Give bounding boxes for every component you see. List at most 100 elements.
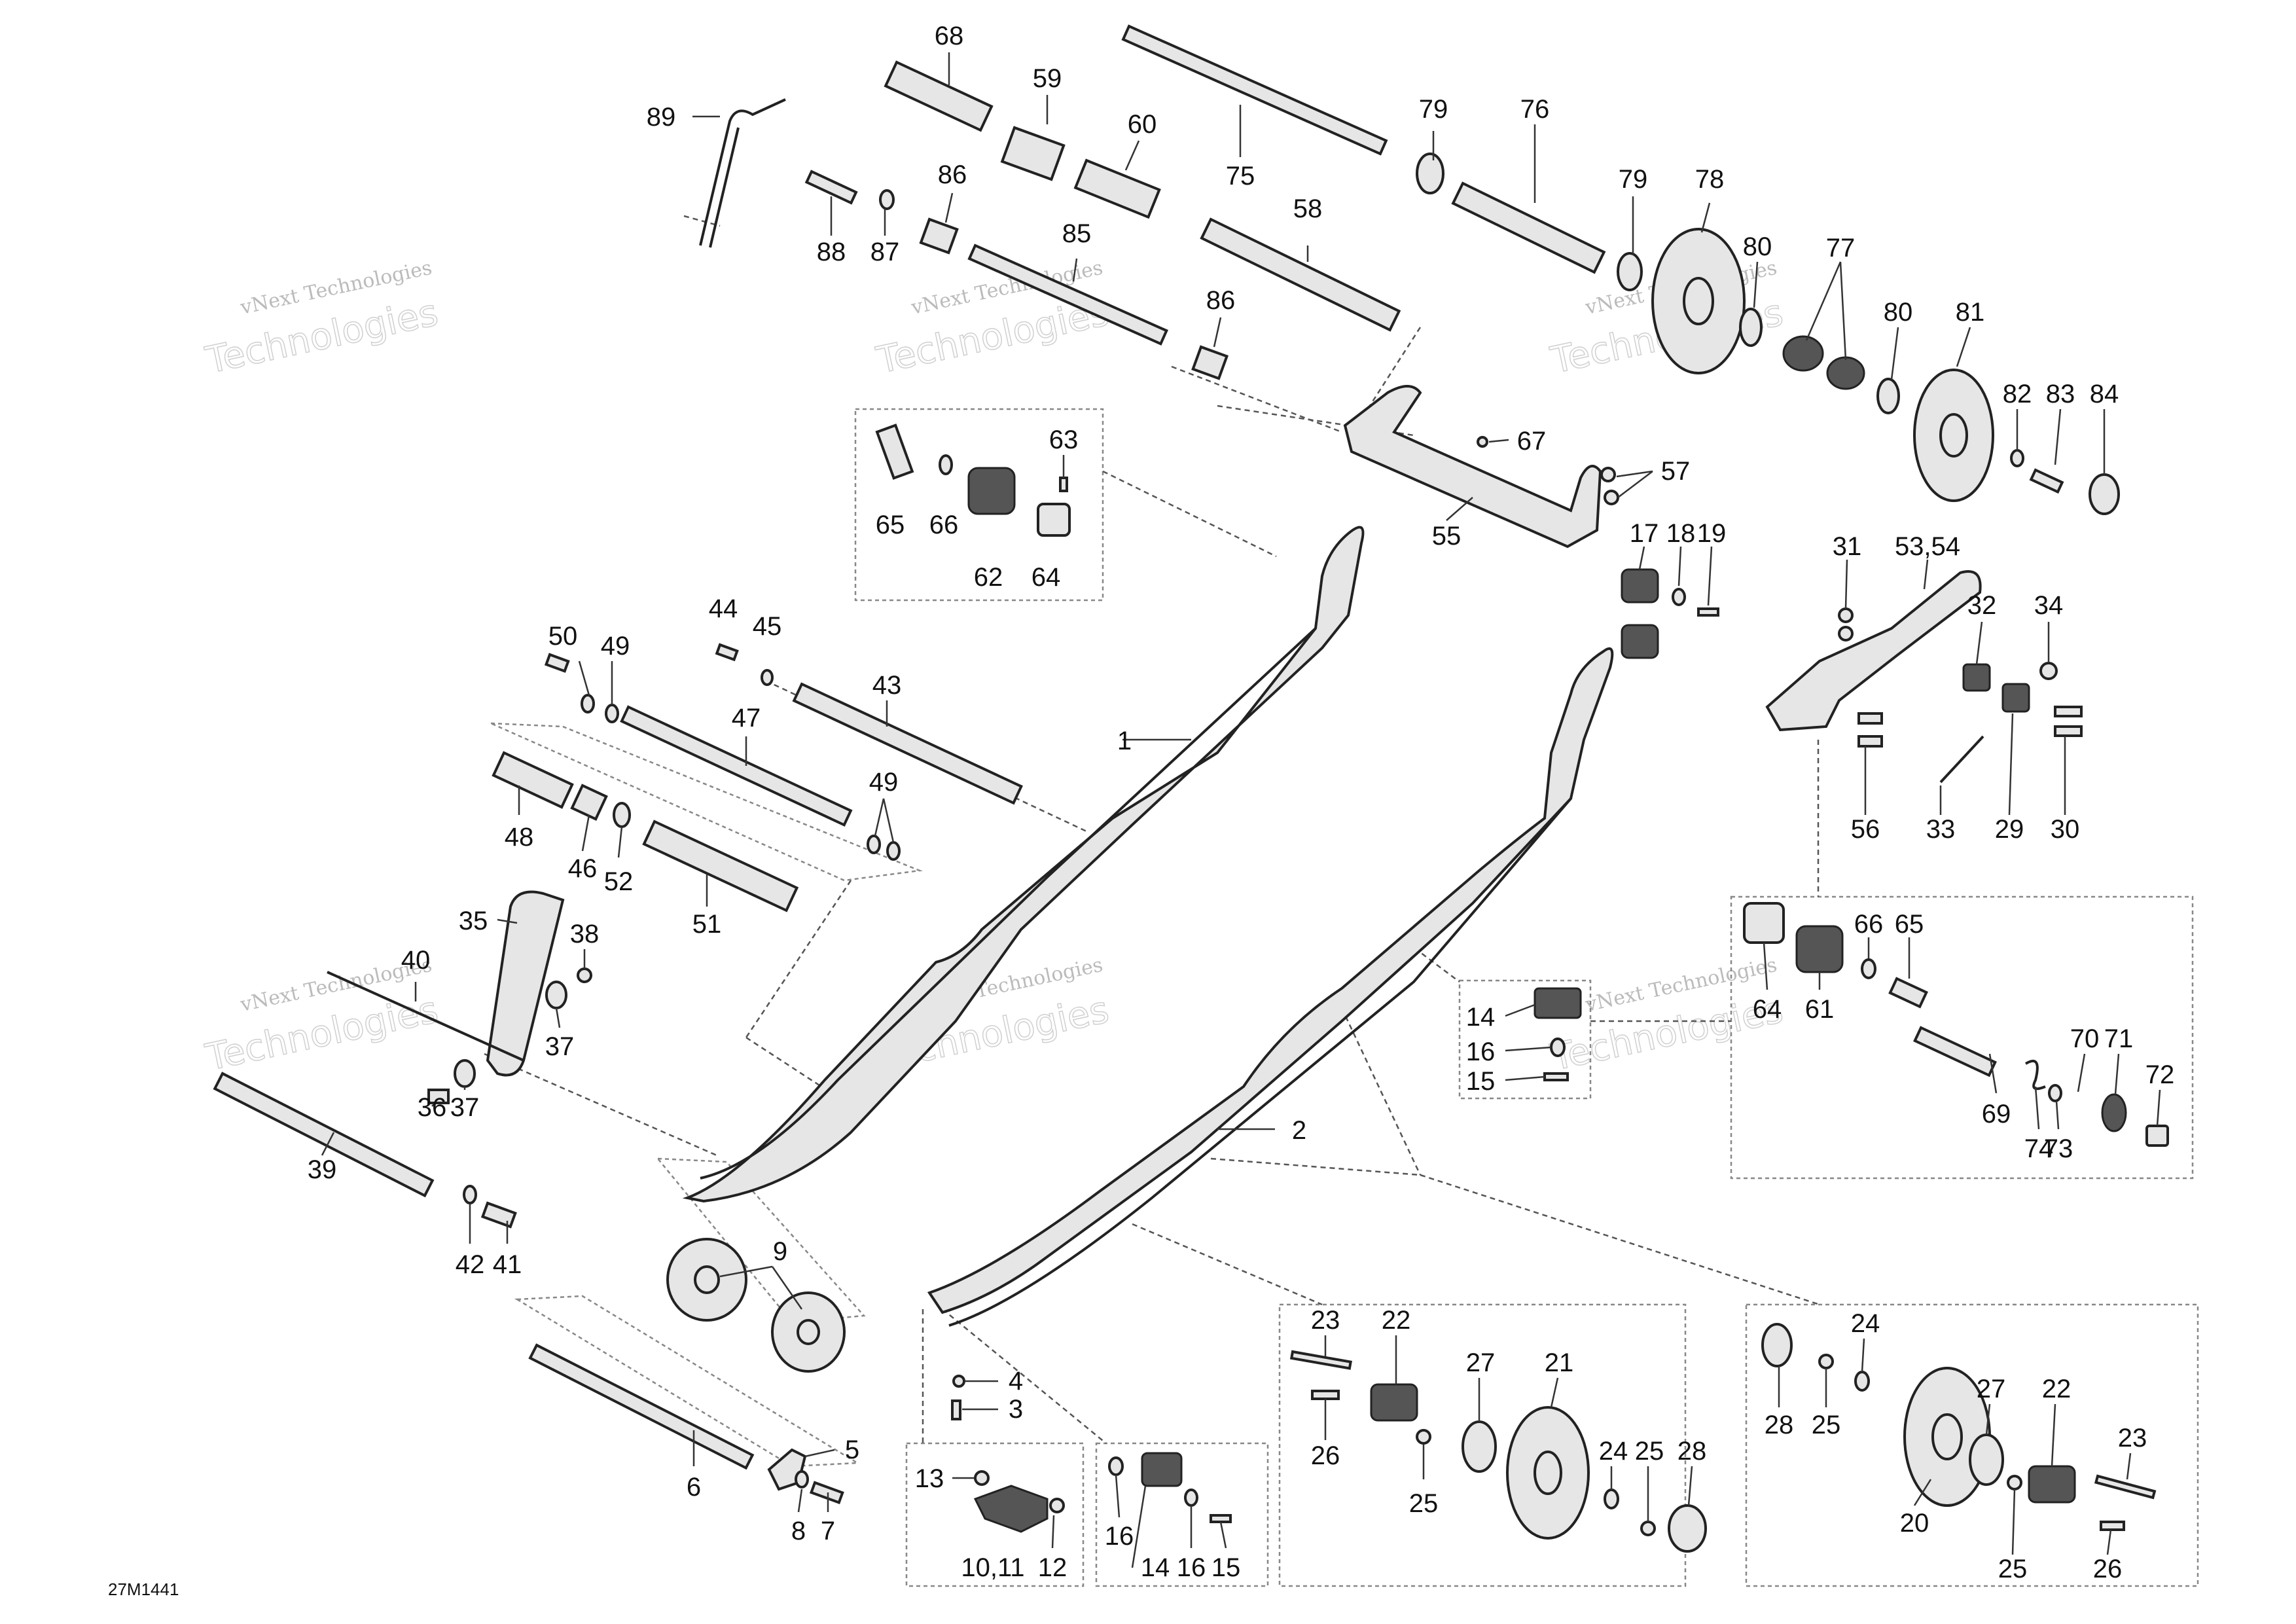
callout-15b: 15 — [1211, 1553, 1241, 1582]
washer-49b — [605, 704, 619, 723]
callout-63: 63 — [1049, 425, 1079, 454]
leader-line — [1124, 140, 1140, 171]
callout-52: 52 — [604, 867, 634, 896]
nut-12 — [1049, 1498, 1065, 1513]
leader-line — [2156, 1089, 2161, 1127]
spacer-27 — [1462, 1420, 1497, 1473]
screw-15 — [1543, 1072, 1569, 1081]
callout-28b: 28 — [1765, 1411, 1794, 1439]
callout-41: 41 — [493, 1250, 522, 1279]
callout-62: 62 — [974, 563, 1003, 592]
wheel-21-hub — [1534, 1451, 1562, 1495]
dashed-line — [1210, 1157, 1421, 1176]
callout-84: 84 — [2090, 380, 2119, 408]
box-rear-axle-parts — [1730, 895, 2194, 1180]
rail-2 — [927, 647, 1614, 1314]
callout-66a: 66 — [929, 511, 959, 539]
wheel-78-hub — [1683, 277, 1714, 325]
spring-pin-89 — [699, 98, 786, 246]
callout-29: 29 — [1995, 815, 2024, 844]
shaft-47 — [620, 705, 853, 827]
spring-pin-89b — [709, 127, 740, 248]
callout-49a: 49 — [601, 632, 630, 660]
axle-6 — [528, 1343, 755, 1470]
washer-79b — [1617, 252, 1643, 291]
group-boxes — [490, 408, 2199, 1587]
callout-77: 77 — [1826, 234, 1856, 262]
wheel-9-hub — [694, 1265, 720, 1294]
hub-22b — [2028, 1465, 2076, 1504]
leader-line — [2055, 1100, 2060, 1130]
leader-line — [797, 1489, 803, 1513]
cap-28b — [1761, 1323, 1793, 1367]
callout-73: 73 — [2044, 1134, 2073, 1163]
washer-79 — [1416, 153, 1444, 194]
callout-66b: 66 — [1854, 910, 1884, 939]
callout-40: 40 — [401, 946, 431, 975]
bolt-50 — [544, 653, 570, 673]
callout-35: 35 — [459, 907, 488, 935]
washer-16 — [1550, 1038, 1566, 1057]
callout-37a: 37 — [545, 1032, 575, 1061]
wheel-9b-hub — [797, 1319, 820, 1345]
callout-78: 78 — [1695, 165, 1725, 194]
bolt-36 — [427, 1089, 450, 1104]
callout-59: 59 — [1033, 64, 1062, 93]
bolt-23b — [2094, 1474, 2157, 1500]
washer-66 — [939, 454, 953, 475]
leader-line — [555, 1007, 561, 1028]
callout-27a: 27 — [1466, 1348, 1496, 1377]
washer-8 — [795, 1470, 809, 1489]
rod-75 — [1121, 24, 1388, 156]
leader-line — [617, 826, 623, 858]
dashed-line — [745, 880, 852, 1038]
callout-24a: 24 — [1599, 1437, 1628, 1466]
callout-39: 39 — [308, 1155, 337, 1184]
callout-47: 47 — [732, 704, 761, 732]
callout-67: 67 — [1517, 427, 1547, 456]
stopper-17b — [1621, 624, 1659, 659]
leader-line — [1763, 942, 1768, 990]
bolt-88 — [804, 170, 858, 205]
callout-49b: 49 — [869, 768, 899, 797]
leader-lines — [321, 52, 2161, 1568]
leader-line — [1913, 1479, 1932, 1506]
leader-line — [1988, 1053, 1998, 1094]
callout-70: 70 — [2070, 1024, 2100, 1053]
pin-63 — [1059, 477, 1068, 492]
callout-50: 50 — [548, 622, 578, 651]
bushing-46 — [570, 784, 608, 821]
bolt-7 — [809, 1481, 844, 1504]
callout-64a: 64 — [1031, 563, 1061, 592]
hub-22 — [1370, 1383, 1418, 1422]
washer-24b — [1854, 1371, 1870, 1392]
callout-43: 43 — [872, 671, 902, 700]
callout-80b: 80 — [1884, 298, 1913, 327]
nut-38 — [577, 967, 592, 983]
leader-line — [2077, 1053, 2086, 1092]
leader-line — [1213, 317, 1222, 348]
leader-line — [1923, 559, 1929, 590]
screw-3 — [951, 1399, 961, 1420]
callout-16c: 16 — [1177, 1553, 1206, 1582]
box-slider-14-16-lower — [1095, 1442, 1269, 1587]
cap-72 — [2145, 1125, 2169, 1147]
callout-86b: 86 — [1206, 286, 1236, 315]
callout-30: 30 — [2051, 815, 2080, 844]
callout-89: 89 — [647, 103, 676, 132]
leader-line — [2011, 1489, 2016, 1555]
leader-line — [2054, 408, 2062, 465]
callout-32: 32 — [1967, 591, 1997, 620]
bolt-83 — [2029, 468, 2064, 494]
leader-line — [1687, 1466, 1693, 1506]
bushing-64c — [1743, 902, 1785, 944]
spacer-27b — [1969, 1434, 2004, 1486]
nut-25c — [1818, 1354, 1834, 1369]
axle-69 — [1913, 1026, 1997, 1077]
callout-76: 76 — [1520, 95, 1550, 124]
washer-49 — [581, 694, 595, 713]
callout-69: 69 — [1982, 1100, 2011, 1128]
callout-55: 55 — [1432, 522, 1462, 550]
leader-line — [1985, 1403, 1991, 1435]
